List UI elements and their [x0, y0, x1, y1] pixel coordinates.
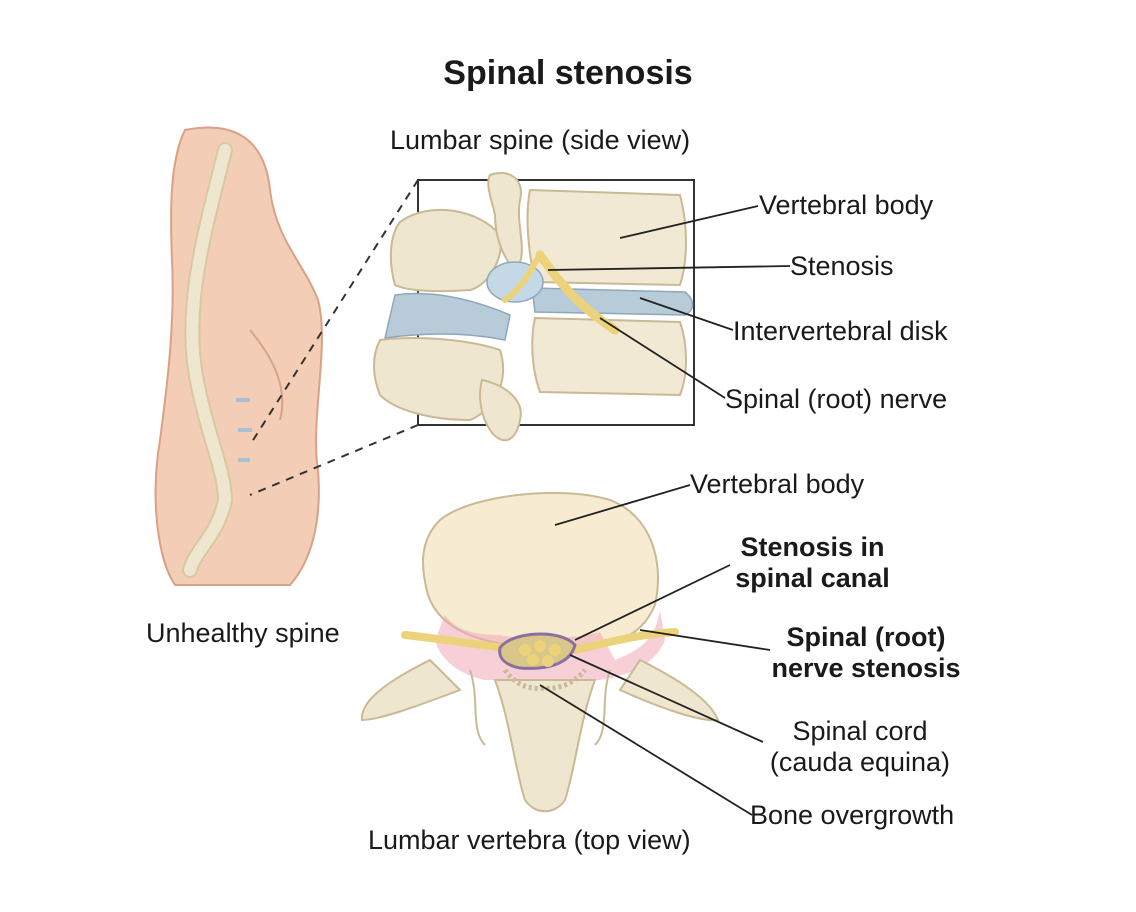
label-nerve-stenosis-line1: Spinal (root) — [786, 622, 946, 652]
label-intervertebral-disk: Intervertebral disk — [733, 316, 948, 346]
body-figure-caption: Unhealthy spine — [146, 618, 340, 648]
side-view-caption: Lumbar spine (side view) — [390, 125, 691, 155]
label-stenosis-spinal-canal-line2: spinal canal — [735, 563, 890, 594]
label-vertebral-body-top: Vertebral body — [690, 469, 865, 499]
side-view-illustration — [373, 172, 694, 442]
label-spinal-root-nerve: Spinal (root) nerve — [725, 384, 948, 414]
label-spinal-cord-line1: Spinal cord — [792, 716, 928, 746]
label-nerve-stenosis-line2: nerve stenosis — [771, 653, 961, 684]
label-spinal-cord-line2: (cauda equina) — [769, 747, 951, 778]
label-bone-overgrowth: Bone overgrowth — [750, 800, 955, 830]
label-stenosis-spinal-canal-line1: Stenosis in — [740, 532, 885, 562]
label-stenosis: Stenosis — [790, 251, 894, 281]
top-leader-lines — [539, 484, 771, 816]
side-leader-lines — [547, 205, 791, 399]
top-view-caption: Lumbar vertebra (top view) — [368, 825, 691, 855]
label-vertebral-body-side: Vertebral body — [759, 190, 934, 220]
body-figure — [154, 126, 323, 586]
label-nerve-stenosis: Spinal (root) nerve stenosis — [766, 622, 966, 684]
spine-column — [182, 142, 252, 578]
top-view-illustration — [360, 492, 720, 813]
label-stenosis-spinal-canal: Stenosis in spinal canal — [725, 532, 900, 594]
zoom-lines — [249, 179, 419, 496]
label-spinal-cord: Spinal cord (cauda equina) — [760, 716, 960, 778]
page-title: Spinal stenosis — [443, 54, 693, 92]
